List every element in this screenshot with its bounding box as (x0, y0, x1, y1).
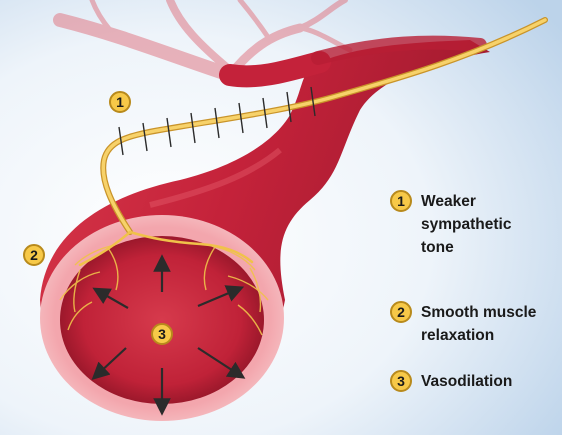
legend-label-3: Vasodilation (421, 370, 512, 393)
legend-badge-1: 1 (390, 190, 412, 212)
legend-item-3: 3 Vasodilation (390, 370, 512, 393)
legend-badge-2: 2 (390, 301, 412, 323)
legend-label-1: Weaker sympathetic tone (421, 190, 511, 259)
legend-badge-3: 3 (390, 370, 412, 392)
marker-2-badge: 2 (23, 244, 45, 266)
marker-3-badge: 3 (151, 323, 173, 345)
legend-label-2: Smooth muscle relaxation (421, 301, 536, 347)
marker-1-badge: 1 (109, 91, 131, 113)
legend-item-2: 2 Smooth muscle relaxation (390, 301, 536, 347)
legend-item-1: 1 Weaker sympathetic tone (390, 190, 511, 259)
